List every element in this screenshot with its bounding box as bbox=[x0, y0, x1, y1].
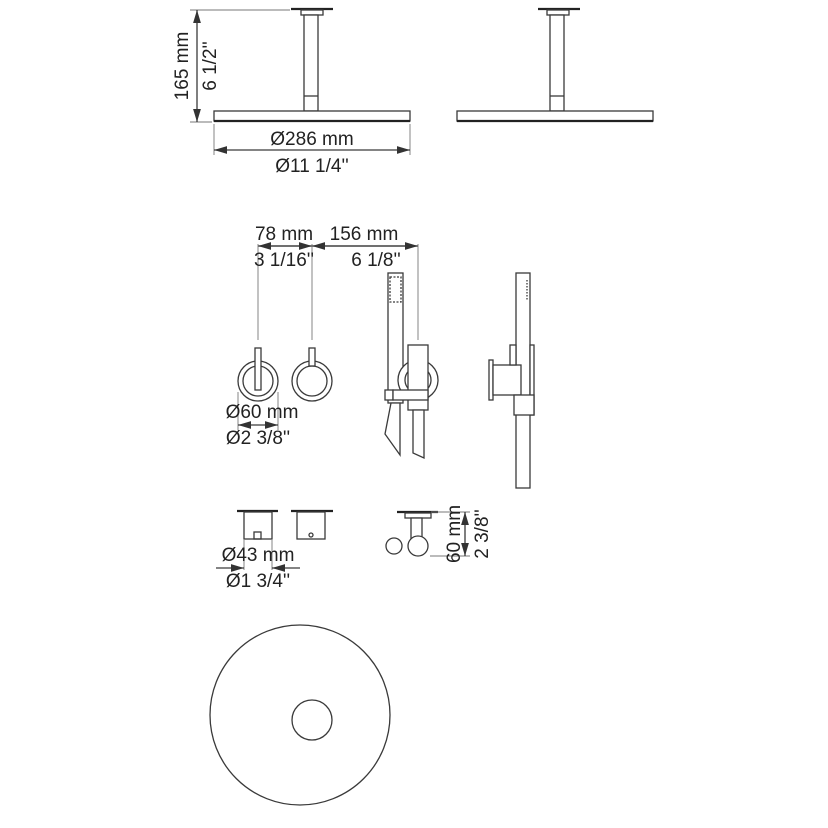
height-mm-label: 165 mm bbox=[172, 32, 193, 101]
shower-head-side-view bbox=[456, 7, 654, 123]
wall-set-dimensions: 78 mm 3 1/16'' 156 mm 6 1/8'' bbox=[254, 224, 419, 340]
diameter-mm-label: Ø286 mm bbox=[270, 129, 353, 150]
shower-head-plan-view bbox=[209, 624, 391, 806]
spacing2-mm-label: 156 mm bbox=[330, 224, 399, 245]
mixer-handles: Ø60 mm Ø2 3/8'' bbox=[226, 347, 333, 449]
handle-diameter-in-label: Ø2 3/8'' bbox=[226, 428, 290, 449]
valve-bodies: Ø43 mm Ø1 3/4'' bbox=[216, 509, 333, 592]
wall-bracket-side-view: 60 mm 2 3/8'' bbox=[385, 505, 493, 563]
spacing1-mm-label: 78 mm bbox=[255, 224, 313, 245]
projection-in-label: 2 3/8'' bbox=[472, 509, 493, 559]
spacing1-in-label: 3 1/16'' bbox=[254, 250, 314, 271]
diameter-in-label: Ø11 1/4'' bbox=[275, 156, 348, 177]
spacing2-in-label: 6 1/8'' bbox=[351, 250, 401, 271]
shower-head-front-view: 165 mm 6 1/2'' Ø286 mm Ø11 1/4'' bbox=[172, 7, 411, 177]
handle-diameter-mm-label: Ø60 mm bbox=[226, 402, 299, 423]
valve-diameter-mm-label: Ø43 mm bbox=[222, 545, 295, 566]
valve-diameter-in-label: Ø1 3/4'' bbox=[226, 571, 290, 592]
hand-shower-side-view bbox=[488, 272, 535, 489]
hand-shower-front-view bbox=[384, 272, 439, 460]
height-in-label: 6 1/2'' bbox=[200, 41, 221, 91]
projection-mm-label: 60 mm bbox=[444, 505, 465, 563]
